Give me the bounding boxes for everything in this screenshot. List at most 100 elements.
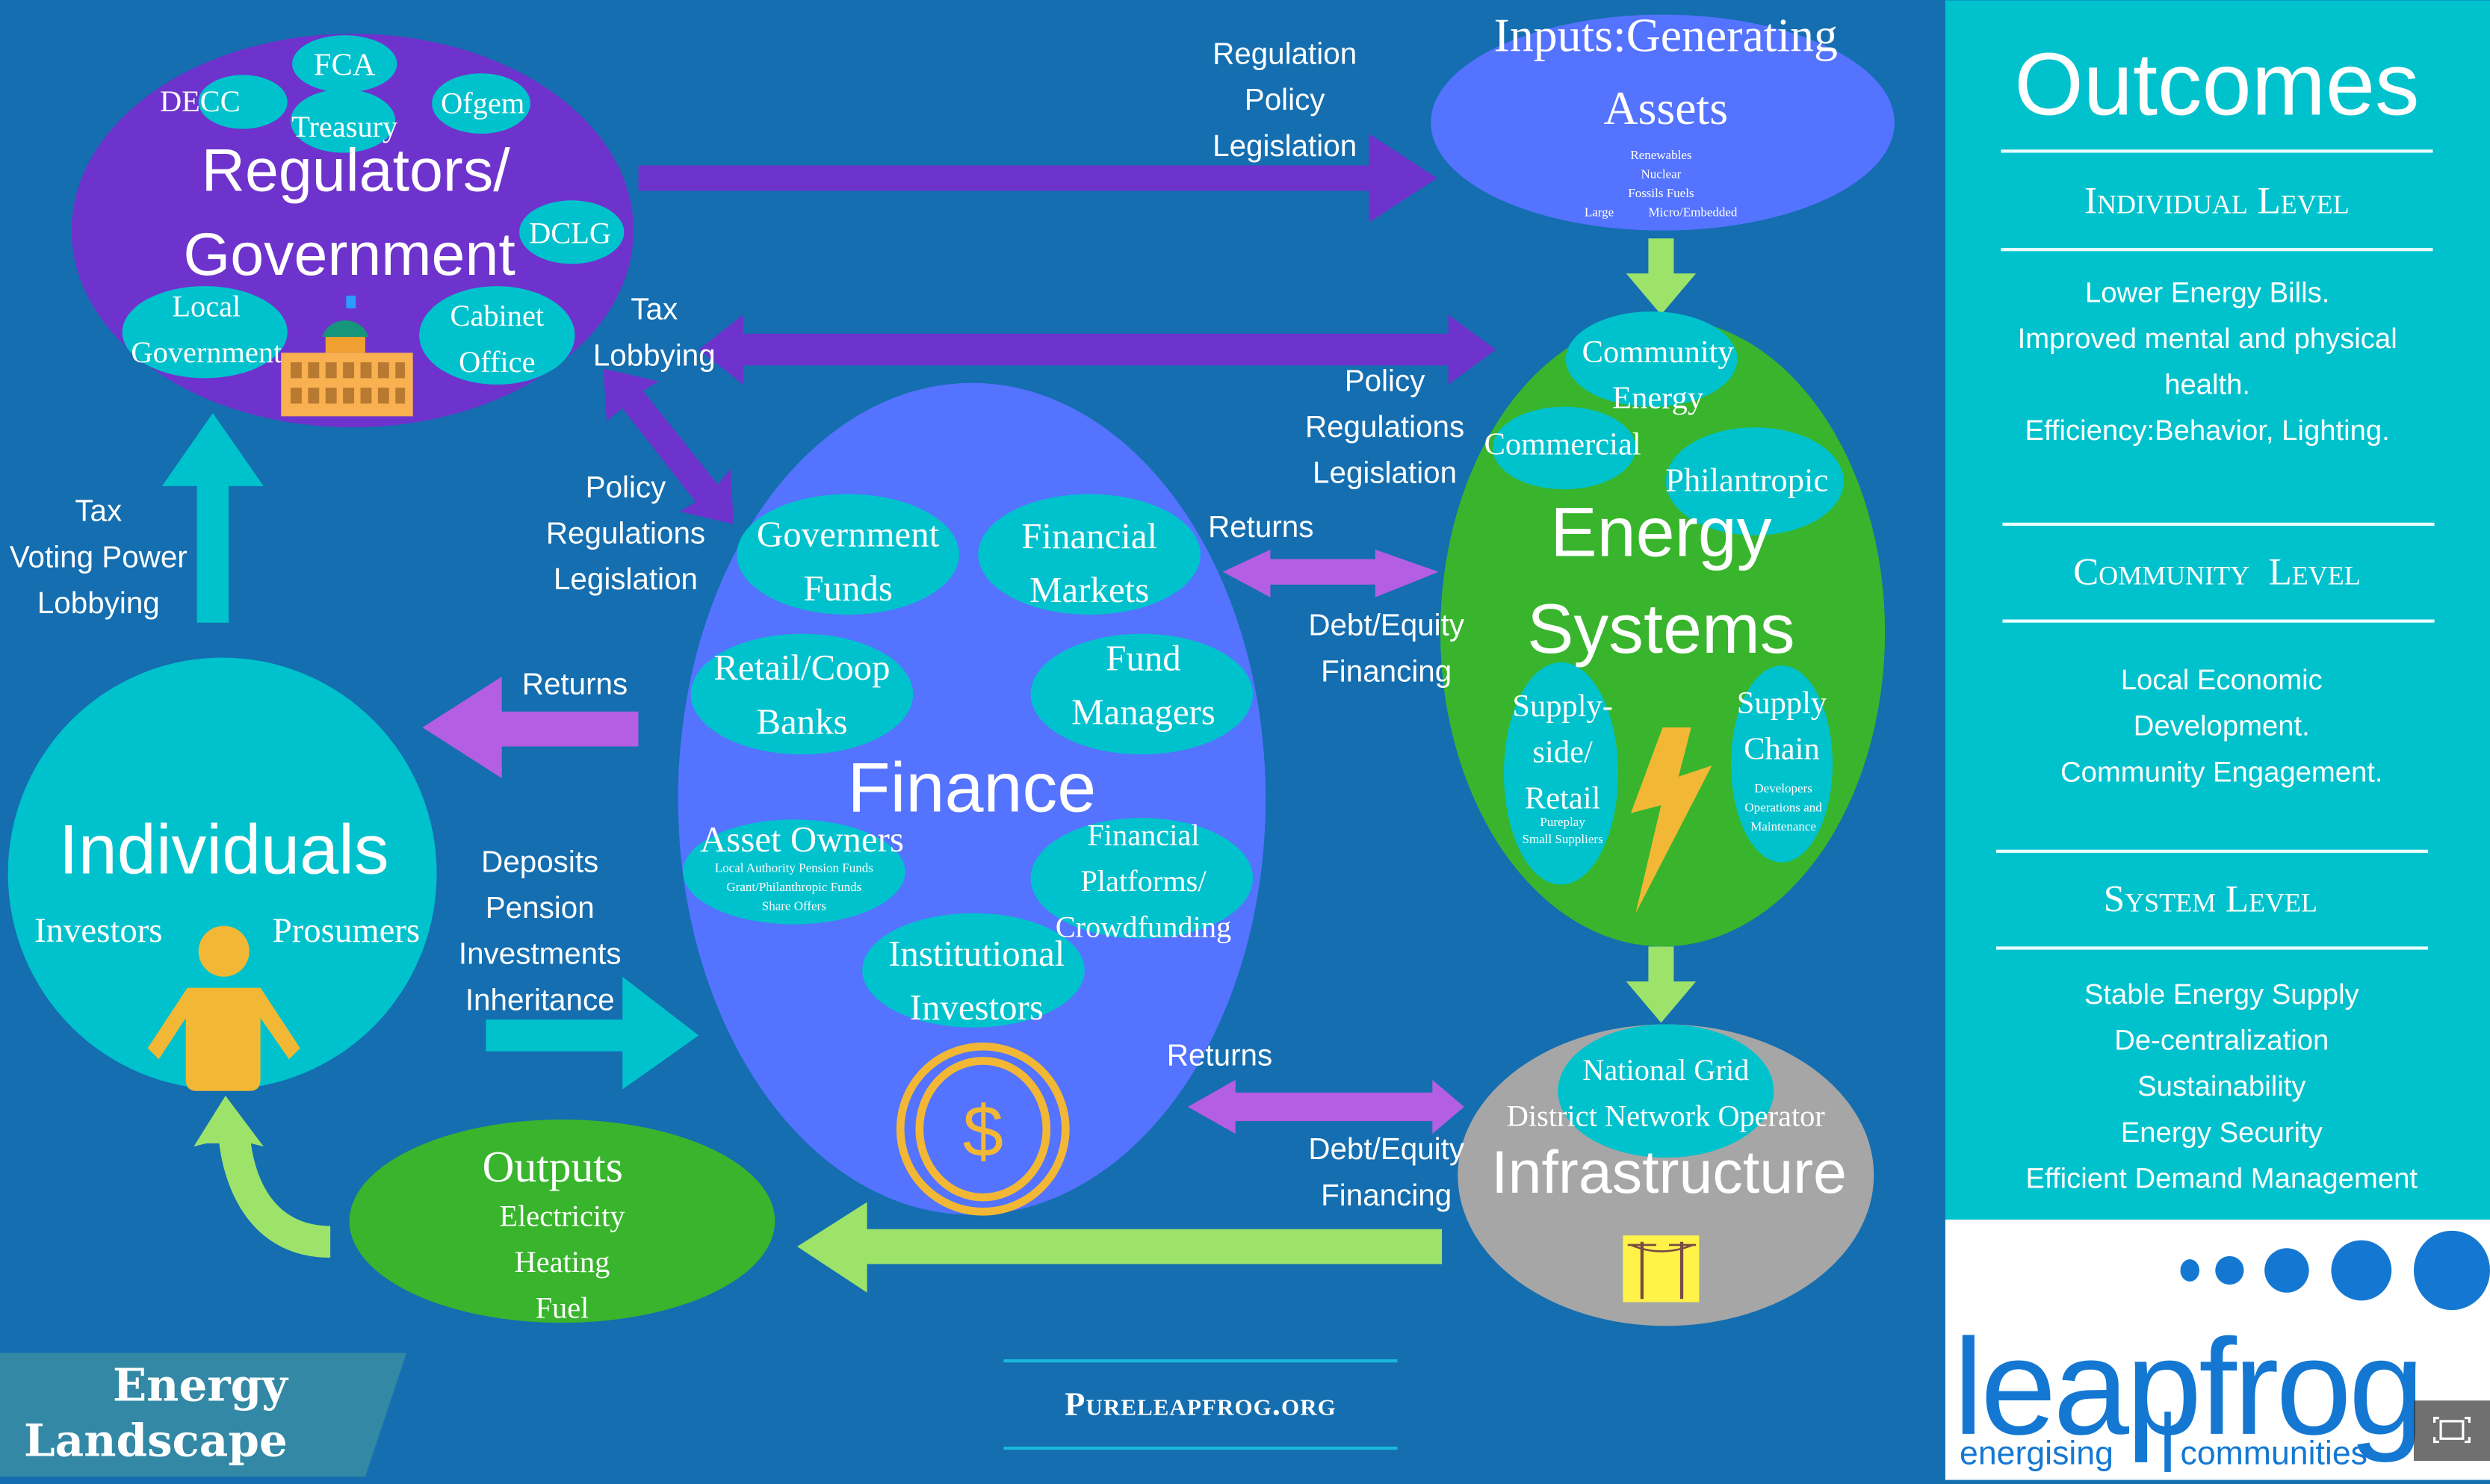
logo-dots-icon (2180, 1230, 2490, 1311)
regulators-node[interactable]: FCA DECC Treasury Ofgem DCLG Regulators/… (71, 34, 634, 428)
logo-tagline-right: communities (2181, 1435, 2367, 1471)
website-link[interactable]: Pureleapfrog.org (1003, 1359, 1398, 1450)
bubble-fund-managers (1030, 633, 1254, 755)
flow-text: Lobbying (37, 586, 160, 620)
bubble-national-grid (1558, 1024, 1774, 1158)
divider (1995, 946, 2429, 950)
flow-label-tax-lobbying: Tax Lobbying (593, 292, 716, 373)
flow-label-deposits: Deposits Pension Investments Inheritance (459, 844, 622, 1016)
outcomes-panel: Outcomes Individual Level Lower Energy B… (1940, 0, 2490, 1480)
bubble-ofgem (432, 73, 530, 134)
label-supply-side-1: Supply- (1512, 689, 1613, 724)
label-fund-managers-2: Managers (1071, 692, 1215, 733)
flow-text: Regulations (546, 515, 705, 550)
logo-divider (2164, 1412, 2171, 1472)
flow-text: Tax (631, 292, 678, 326)
inputs-item-renewables: Renewables (1630, 148, 1691, 162)
label-supply-side-2: side/ (1532, 735, 1592, 770)
energy-systems-node[interactable]: Community Energy Commercial Philantropic… (1440, 311, 1886, 947)
label-national-grid: National Grid (1582, 1053, 1749, 1087)
finance-node[interactable]: Government Funds Financial Markets Retai… (678, 382, 1266, 1216)
label-supply-chain-2: Chain (1744, 732, 1820, 767)
label-gov-funds-2: Funds (803, 568, 893, 609)
label-fund-managers-1: Fund (1106, 637, 1180, 678)
label-community-1: Community (1582, 335, 1735, 370)
power-pylon-icon (1623, 1235, 1700, 1303)
divider (2002, 522, 2435, 527)
label-cabinet-1: Cabinet (450, 299, 545, 332)
label-institutional-2: Investors (910, 987, 1044, 1028)
arrow-energy-to-infrastructure (1626, 946, 1697, 1023)
outcome-item: Development. (2134, 710, 2310, 742)
flow-text: Legislation (1213, 128, 1357, 163)
leapfrog-logo[interactable]: leapfrog energising communities (1945, 1219, 2490, 1480)
flow-label-debt-equity-energy: Debt/Equity Financing (1308, 608, 1465, 689)
finance-title: Finance (848, 748, 1097, 827)
label-local-2: Government (131, 335, 282, 369)
flow-text: Policy (1245, 82, 1326, 117)
label-platforms-1: Financial (1087, 818, 1199, 851)
bubble-institutional-investors (862, 913, 1085, 1028)
arrow-finance-to-individuals (422, 676, 639, 779)
flow-text: Legislation (1313, 456, 1457, 490)
inputs-scale-large: Large (1585, 205, 1614, 220)
flow-label-policy-finance: Policy Regulations Legislation (546, 470, 705, 596)
dollar-symbol: $ (963, 1090, 1003, 1172)
label-supply-chain-sub-1: Developers (1754, 781, 1812, 795)
bubble-financial-markets (978, 494, 1201, 615)
inputs-title-1: Inputs:Generating (1494, 8, 1838, 61)
flow-text: Debt/Equity (1308, 608, 1465, 642)
bubble-community-energy (1565, 311, 1738, 407)
inputs-item-nuclear: Nuclear (1641, 167, 1682, 181)
logo-tagline-left: energising (1960, 1435, 2113, 1471)
flow-text: Lobbying (593, 338, 716, 372)
flow-text: Investments (459, 937, 622, 971)
inputs-generating-assets-node[interactable]: Inputs:Generating Assets Renewables Nucl… (1431, 8, 1895, 231)
label-institutional-1: Institutional (888, 933, 1065, 974)
outcomes-heading-system: System Level (2104, 879, 2317, 921)
outcome-item: Energy Security (2121, 1117, 2323, 1149)
label-treasury: Treasury (291, 110, 398, 143)
inputs-scale-micro: Micro/Embedded (1648, 205, 1737, 220)
infrastructure-node[interactable]: National Grid District Network Operator … (1458, 1024, 1874, 1326)
outcome-item: Community Engagement. (2060, 756, 2383, 788)
label-asset-owners-sub-3: Share Offers (762, 898, 826, 913)
bubble-fca (292, 35, 397, 93)
label-fin-markets-1: Financial (1021, 515, 1157, 556)
flow-text: Regulations (1305, 409, 1464, 444)
flow-label-returns-energy: Returns (1208, 509, 1313, 544)
label-prosumers: Prosumers (273, 911, 420, 950)
individuals-title: Individuals (59, 810, 389, 889)
flow-label-debt-equity-infrastructure: Debt/Equity Financing (1308, 1131, 1465, 1212)
divider (2001, 149, 2433, 153)
energy-title-1: Energy (1550, 492, 1772, 571)
label-asset-owners-sub-2: Grant/Philanthropic Funds (726, 880, 861, 894)
energy-landscape-badge: Energy Landscape (0, 1353, 407, 1477)
outputs-node[interactable]: Outputs Electricity Heating Fuel (349, 1120, 775, 1325)
label-retail-2: Banks (756, 701, 847, 742)
label-platforms-3: Crowdfunding (1056, 910, 1232, 944)
label-supply-side-3: Retail (1525, 780, 1601, 816)
outcomes-heading-community: Community Level (2073, 552, 2361, 594)
regulators-title-2: Government (183, 221, 515, 288)
arrow-infrastructure-to-outputs (797, 1202, 1443, 1293)
label-retail-1: Retail/Coop (713, 647, 890, 688)
label-investors: Investors (34, 911, 162, 950)
fullscreen-button[interactable] (2413, 1400, 2490, 1462)
label-community-2: Energy (1612, 381, 1704, 416)
bubble-supply-side-retail (1503, 662, 1619, 885)
label-dclg: DCLG (529, 217, 611, 250)
bubble-commercial (1493, 406, 1636, 490)
label-decc: DECC (160, 84, 241, 118)
individuals-node[interactable]: Individuals Investors Prosumers (7, 657, 437, 1091)
label-supply-side-sub-1: Pureplay (1540, 815, 1585, 829)
arrow-finance-energy-double (1222, 549, 1439, 597)
flow-text: Inheritance (465, 982, 615, 1016)
arrow-individuals-to-finance (486, 976, 699, 1090)
output-heating: Heating (515, 1245, 610, 1279)
arrow-inputs-to-energy (1626, 238, 1697, 315)
flow-text: Tax (75, 494, 122, 528)
website-text[interactable]: Pureleapfrog.org (1065, 1385, 1337, 1422)
bubble-cabinet-office (419, 286, 575, 385)
